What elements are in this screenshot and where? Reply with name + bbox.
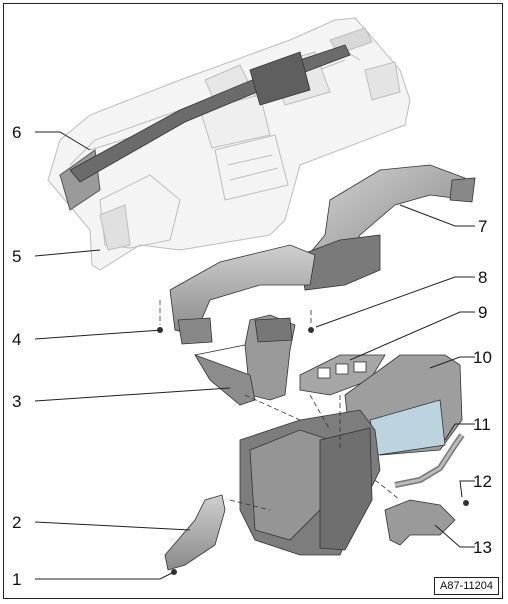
callout-1: 1 <box>12 570 22 589</box>
callout-4: 4 <box>12 330 22 349</box>
callout-11: 11 <box>473 415 491 434</box>
callout-10: 10 <box>473 348 492 367</box>
figure-reference-code: A87-11204 <box>433 577 499 595</box>
leader-lines <box>34 131 475 580</box>
callout-13: 13 <box>473 538 492 557</box>
callout-7: 7 <box>478 217 488 236</box>
callout-8: 8 <box>478 268 488 287</box>
callout-12: 12 <box>473 472 492 491</box>
rear-footwell-duct <box>164 494 226 571</box>
callout-2: 2 <box>12 513 22 532</box>
vent-bracket <box>299 354 386 396</box>
air-duct-left <box>169 244 316 345</box>
duct-13 <box>384 499 456 546</box>
hvac-unit <box>239 354 463 556</box>
callout-5: 5 <box>12 247 22 266</box>
callout-3: 3 <box>12 392 22 411</box>
callout-9: 9 <box>478 303 488 322</box>
footwell-duct <box>194 314 296 406</box>
assembly-lines <box>159 300 401 511</box>
cross-member-duct <box>69 44 351 183</box>
air-duct-center <box>299 164 476 291</box>
drain-hose <box>394 433 465 488</box>
callout-6: 6 <box>12 123 22 142</box>
